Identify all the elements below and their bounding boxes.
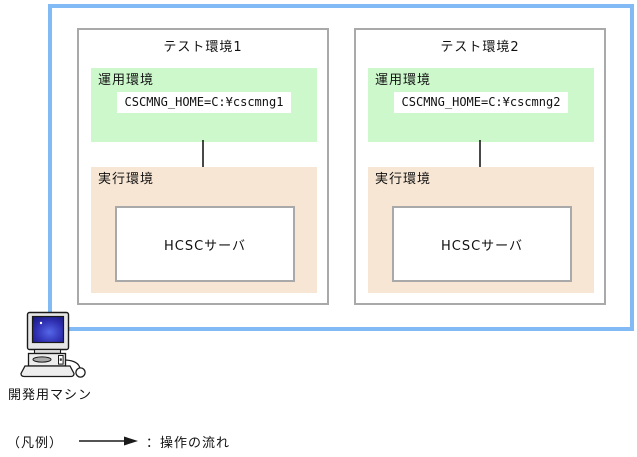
execution-env-box: 実行環境 HCSCサーバ bbox=[91, 167, 317, 293]
legend: （凡例） ：操作の流れ bbox=[7, 432, 231, 451]
hcsc-server-box: HCSCサーバ bbox=[392, 206, 572, 282]
computer-icon bbox=[20, 311, 86, 378]
operation-env-box: 運用環境 CSCMNG_HOME=C:¥cscmng2 bbox=[368, 68, 594, 142]
test-environments-frame bbox=[48, 4, 634, 331]
test-environment-panel-2: テスト環境2 運用環境 CSCMNG_HOME=C:¥cscmng2 実行環境 … bbox=[354, 28, 606, 305]
cscmng-home-box: CSCMNG_HOME=C:¥cscmng2 bbox=[394, 92, 568, 113]
development-machine-label: 開発用マシン bbox=[8, 388, 93, 403]
hcsc-server-box: HCSCサーバ bbox=[115, 206, 295, 282]
operation-env-box: 運用環境 CSCMNG_HOME=C:¥cscmng1 bbox=[91, 68, 317, 142]
legend-title: （凡例） bbox=[7, 435, 64, 451]
execution-env-label: 実行環境 bbox=[375, 172, 432, 187]
execution-env-label: 実行環境 bbox=[98, 172, 155, 187]
test-environment-panel-1: テスト環境1 運用環境 CSCMNG_HOME=C:¥cscmng1 実行環境 … bbox=[77, 28, 329, 305]
execution-env-box: 実行環境 HCSCサーバ bbox=[368, 167, 594, 293]
right-arrow-icon bbox=[79, 436, 139, 446]
env-title: テスト環境2 bbox=[440, 40, 520, 55]
legend-arrow-meaning: ：操作の流れ bbox=[146, 435, 231, 451]
env-title: テスト環境1 bbox=[163, 40, 243, 55]
operation-env-label: 運用環境 bbox=[375, 73, 432, 88]
operation-env-label: 運用環境 bbox=[98, 73, 155, 88]
cscmng-home-box: CSCMNG_HOME=C:¥cscmng1 bbox=[117, 92, 291, 113]
